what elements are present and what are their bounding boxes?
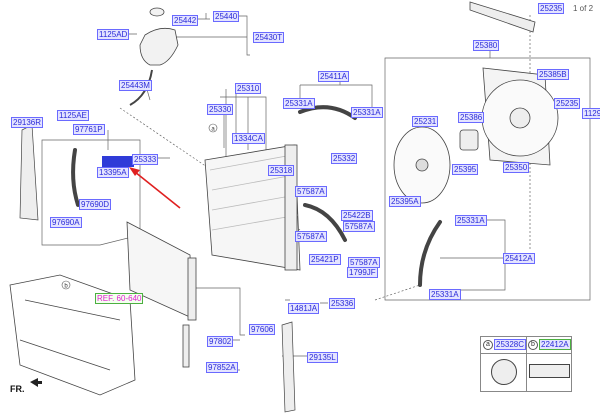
part-label[interactable]: 25332 — [331, 153, 358, 164]
part-label[interactable]: 97802 — [207, 336, 234, 347]
coolant-reservoir — [129, 7, 179, 106]
part-label[interactable]: 25235 — [554, 98, 581, 109]
part-label[interactable]: 25380 — [473, 40, 500, 51]
warning-label-icon — [529, 364, 570, 378]
hoses — [71, 105, 442, 287]
part-label[interactable]: 25231 — [412, 116, 439, 127]
part-label[interactable]: 25235 — [538, 3, 565, 14]
part-label[interactable]: 97606 — [249, 324, 276, 335]
legend-cell-a: a 25328C — [481, 337, 527, 391]
part-label[interactable]: 25333 — [132, 154, 159, 165]
part-label[interactable]: 29135L — [307, 352, 338, 363]
side-seal — [281, 321, 296, 413]
legend-a-part[interactable]: 25328C — [494, 339, 527, 350]
part-label[interactable]: 25412A — [503, 253, 535, 264]
part-label[interactable]: 25331A — [351, 107, 383, 118]
part-label[interactable]: 25430T — [253, 32, 285, 43]
part-label[interactable]: 97852A — [206, 362, 238, 373]
part-label[interactable]: 97761P — [73, 124, 105, 135]
part-label[interactable]: 1129 — [582, 108, 600, 119]
front-end-carrier — [9, 274, 136, 396]
part-label[interactable]: 1799JF — [347, 267, 378, 278]
legend-b-part[interactable]: 22412A — [539, 339, 571, 350]
legend-a-marker: a — [483, 340, 493, 350]
upper-bracket — [469, 1, 536, 33]
reference-link[interactable]: REF. 60-640 — [95, 293, 144, 304]
part-label[interactable]: 25318 — [268, 165, 295, 176]
cooling-fan — [393, 67, 559, 204]
part-label[interactable]: 25310 — [235, 83, 262, 94]
callout-b — [61, 280, 71, 290]
part-label[interactable]: 97690A — [50, 217, 82, 228]
callout-b-text: b — [64, 284, 68, 290]
red-pointer-arrow — [129, 167, 181, 209]
part-label[interactable]: 25385B — [537, 69, 569, 80]
part-label[interactable]: 1125AE — [57, 110, 89, 121]
front-arrow-icon — [30, 378, 42, 387]
part-label[interactable]: 25331A — [429, 289, 461, 300]
page-indicator: 1 of 2 — [573, 4, 594, 13]
part-label[interactable]: 25421P — [309, 254, 341, 265]
callout-a-text: a — [211, 127, 215, 133]
front-direction-label: FR. — [10, 384, 25, 394]
part-label[interactable]: 57587A — [295, 231, 327, 242]
part-label[interactable]: 57587A — [343, 221, 375, 232]
part-label[interactable]: 25336 — [329, 298, 356, 309]
part-label[interactable]: 25395A — [389, 196, 421, 207]
part-label[interactable]: 25331A — [455, 215, 487, 226]
legend-cell-b: b 22412A — [526, 337, 571, 391]
part-label[interactable]: 25443M — [119, 80, 152, 91]
side-seal — [19, 124, 39, 221]
legend-table: a 25328C b 22412A — [480, 336, 572, 392]
part-label[interactable]: 1125AD — [97, 29, 130, 40]
part-label-highlighted[interactable] — [102, 156, 134, 167]
part-label[interactable]: 1481JA — [288, 303, 320, 314]
part-label[interactable]: 1334CA — [232, 133, 265, 144]
part-label[interactable]: 29136R — [11, 117, 44, 128]
part-label[interactable]: 25386 — [458, 112, 485, 123]
radiator-cap-icon — [491, 359, 517, 385]
part-label[interactable]: 25331A — [283, 98, 315, 109]
part-label[interactable]: 97690D — [79, 199, 112, 210]
part-label[interactable]: 25442 — [172, 15, 199, 26]
part-label[interactable]: 25440 — [213, 11, 240, 22]
part-label[interactable]: 25350 — [503, 162, 530, 173]
part-label[interactable]: 57587A — [295, 186, 327, 197]
part-label[interactable]: 25422B — [341, 210, 373, 221]
part-label[interactable]: 25395 — [452, 164, 479, 175]
part-label[interactable]: 25411A — [318, 71, 349, 82]
radiator — [204, 144, 301, 271]
callout-a — [208, 123, 218, 133]
part-label[interactable]: 25330 — [207, 104, 234, 115]
part-label[interactable]: 13395A — [97, 167, 129, 178]
legend-b-marker: b — [528, 340, 538, 350]
